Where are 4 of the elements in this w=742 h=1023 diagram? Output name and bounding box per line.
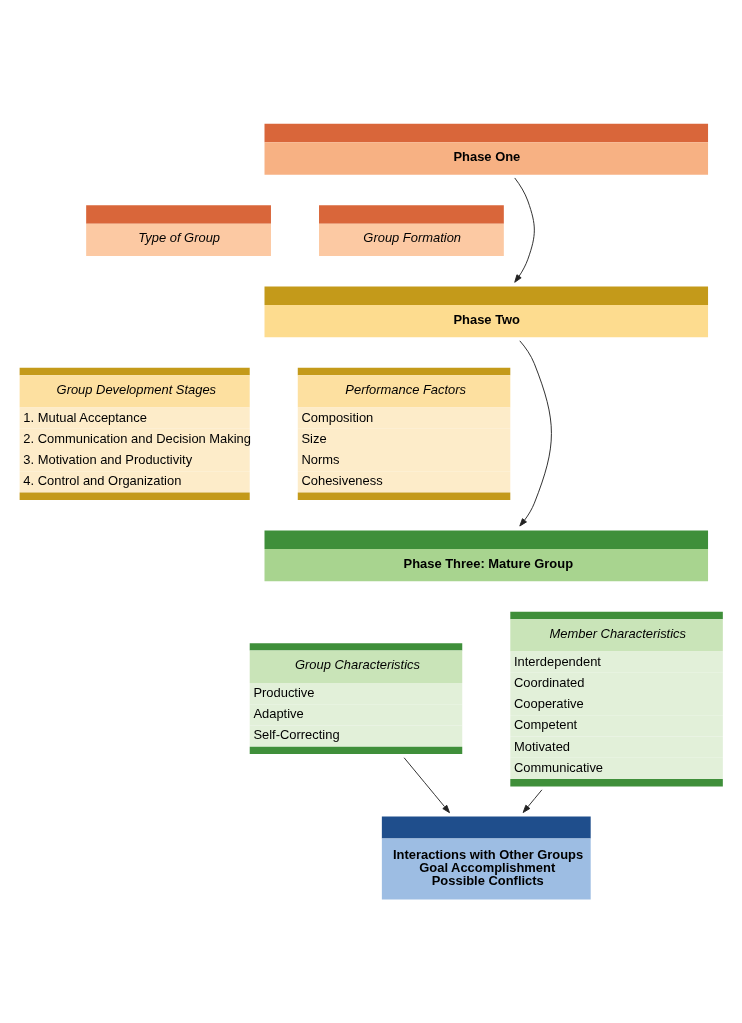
- arrow: [522, 789, 543, 813]
- arrow: [519, 340, 552, 527]
- arrow: [514, 177, 535, 283]
- arrow: [403, 757, 450, 814]
